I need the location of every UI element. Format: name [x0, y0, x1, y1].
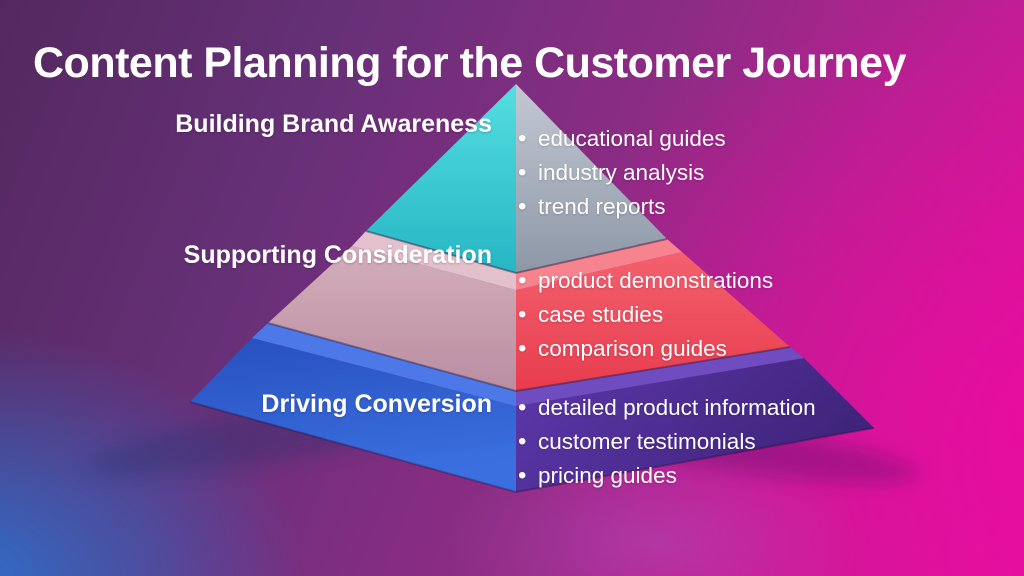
tier1-left-face	[366, 84, 516, 273]
tier3-bullet-list: detailed product information customer te…	[518, 391, 816, 493]
seam-tier1-tier2	[365, 230, 668, 275]
bullet-text: industry analysis	[538, 160, 705, 185]
list-item: comparison guides	[518, 332, 773, 366]
list-item: detailed product information	[518, 391, 816, 425]
tier3-left-face	[190, 338, 516, 492]
tier2-top-ledge-left	[352, 231, 516, 290]
list-item: industry analysis	[518, 156, 726, 190]
page-title: Content Planning for the Customer Journe…	[33, 38, 907, 87]
list-item: customer testimonials	[518, 425, 816, 459]
bullet-text: customer testimonials	[538, 429, 756, 454]
list-item: product demonstrations	[518, 264, 773, 298]
list-item: educational guides	[518, 122, 726, 156]
list-item: case studies	[518, 298, 773, 332]
tier1-label: Building Brand Awareness	[175, 110, 492, 138]
bullet-text: detailed product information	[538, 395, 816, 420]
list-item: trend reports	[518, 190, 726, 224]
tier3-top-ledge-left	[252, 323, 516, 406]
tier2-label: Supporting Consideration	[183, 241, 492, 269]
bullet-text: pricing guides	[538, 463, 677, 488]
bullet-text: product demonstrations	[538, 268, 774, 293]
bullet-text: trend reports	[538, 194, 666, 219]
bullet-text: case studies	[538, 302, 664, 327]
list-item: pricing guides	[518, 459, 816, 493]
tier1-bullet-list: educational guides industry analysis tre…	[518, 122, 726, 224]
tier3-label: Driving Conversion	[261, 390, 492, 418]
bullet-text: educational guides	[538, 126, 726, 151]
bullet-text: comparison guides	[538, 336, 727, 361]
tier2-bullet-list: product demonstrations case studies comp…	[518, 264, 773, 366]
tier2-left-face	[268, 246, 516, 391]
